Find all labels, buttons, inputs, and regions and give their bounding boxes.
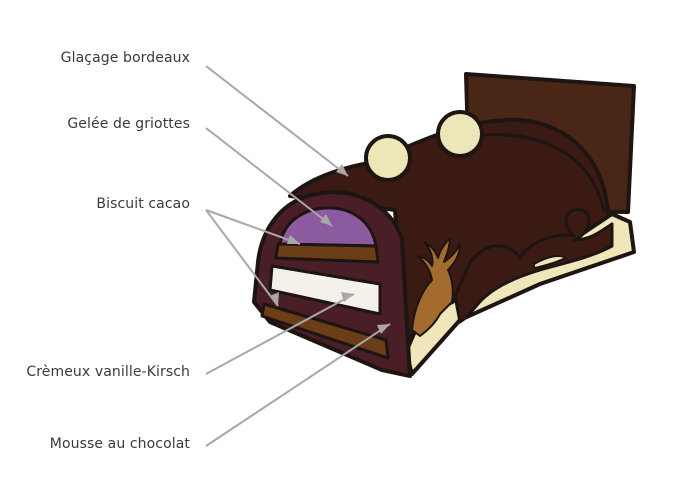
leader-biscuit-top bbox=[205, 209, 301, 245]
cremeux-layer bbox=[268, 264, 382, 316]
label-biscuit: Biscuit cacao bbox=[96, 196, 190, 212]
arrowhead bbox=[270, 292, 279, 306]
label-mousse: Mousse au chocolat bbox=[49, 436, 190, 452]
biscuit-layer-bottom bbox=[260, 302, 390, 360]
biscuit-layer-top bbox=[274, 242, 380, 264]
leader-lines bbox=[205, 65, 391, 447]
deer-icon bbox=[411, 237, 461, 337]
leader-gelee bbox=[205, 127, 333, 227]
pearl-decoration bbox=[436, 110, 484, 158]
glacage-body bbox=[288, 117, 614, 354]
label-glacage: Glaçage bordeaux bbox=[60, 50, 190, 66]
leader-glacage bbox=[205, 65, 349, 177]
leader-cremeux bbox=[205, 293, 355, 375]
arrowhead bbox=[377, 324, 390, 334]
wave-eye bbox=[533, 255, 569, 270]
label-cremeux: Crèmeux vanille-Kirsch bbox=[26, 364, 190, 380]
arrowhead bbox=[341, 292, 354, 302]
leader-mousse bbox=[205, 323, 391, 447]
label-gelee: Gelée de griottes bbox=[67, 116, 190, 132]
arrowhead bbox=[287, 235, 300, 244]
leader-arrowheads bbox=[270, 164, 390, 334]
arrowhead bbox=[320, 214, 332, 226]
leader-biscuit-bottom bbox=[205, 209, 279, 307]
gelee-layer bbox=[278, 206, 378, 248]
arrowhead bbox=[336, 164, 348, 176]
pearl-decoration bbox=[364, 134, 412, 182]
